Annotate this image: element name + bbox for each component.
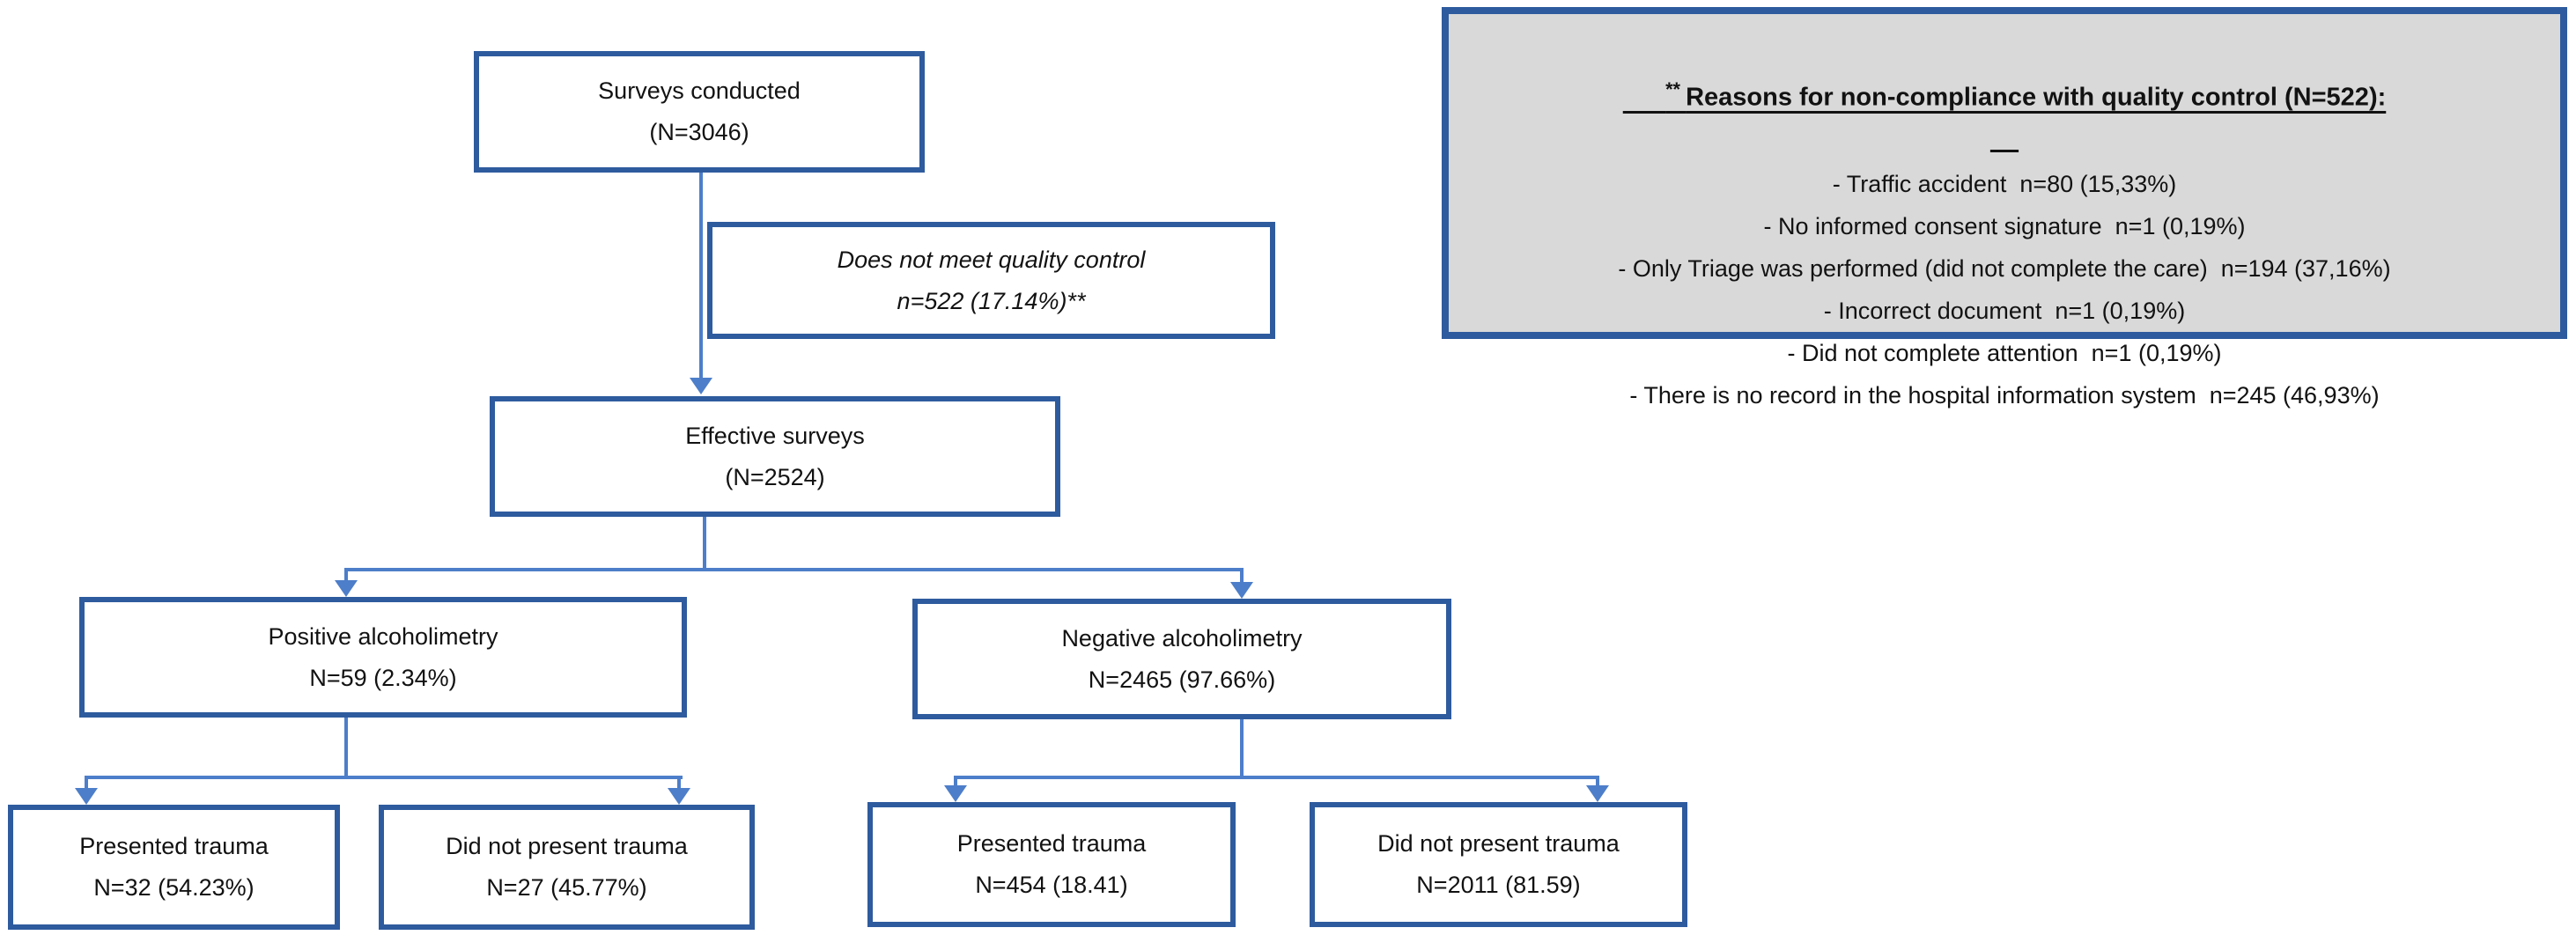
node-count: N=27 (45.77%) bbox=[486, 874, 647, 901]
connector-surveys-to-effective bbox=[699, 173, 703, 380]
node-count: (N=2524) bbox=[725, 463, 825, 490]
reason-item: - Did not complete attention n=1 (0,19%) bbox=[1787, 339, 2222, 366]
reason-item: - No informed consent signature n=1 (0,1… bbox=[1763, 212, 2246, 239]
connector-stub-neg-trauma bbox=[954, 776, 957, 788]
connector-branch-negative-children bbox=[954, 776, 1599, 779]
node-negative-did-not-present-trauma: Did not present trauma N=2011 (81.59) bbox=[1310, 802, 1687, 927]
connector-negative-down bbox=[1240, 719, 1244, 779]
node-count: N=32 (54.23%) bbox=[93, 874, 255, 901]
connector-branch-positive-children bbox=[85, 776, 683, 779]
node-label: Did not present trauma bbox=[446, 833, 688, 859]
connector-stub-neg-no-trauma bbox=[1596, 776, 1599, 788]
connector-stub-pos-no-trauma bbox=[677, 776, 681, 790]
reason-item: - Incorrect document n=1 (0,19%) bbox=[1823, 297, 2186, 324]
arrowhead-into-neg-no-trauma-icon bbox=[1586, 785, 1609, 802]
node-count: (N=3046) bbox=[649, 119, 749, 145]
node-count: N=59 (2.34%) bbox=[309, 664, 457, 691]
arrowhead-into-effective-icon bbox=[690, 378, 712, 394]
reasons-note-title: ** Reasons for non-compliance with quali… bbox=[1449, 32, 2560, 156]
connector-stub-pos-trauma bbox=[85, 776, 88, 790]
node-positive-alcoholimetry: Positive alcoholimetry N=59 (2.34%) bbox=[79, 597, 687, 718]
node-count: n=522 (17.14%)** bbox=[897, 287, 1086, 314]
node-label: Negative alcoholimetry bbox=[1061, 624, 1303, 652]
arrowhead-into-positive-icon bbox=[335, 580, 358, 597]
node-negative-presented-trauma: Presented trauma N=454 (18.41) bbox=[867, 802, 1236, 927]
node-label: Presented trauma bbox=[956, 830, 1147, 857]
node-label: Presented trauma bbox=[79, 833, 269, 859]
arrowhead-into-neg-trauma-icon bbox=[944, 785, 967, 802]
reason-item: - Traffic accident n=80 (15,33%) bbox=[1832, 170, 2177, 197]
reasons-note-box: ** Reasons for non-compliance with quali… bbox=[1442, 7, 2567, 409]
node-label: Surveys conducted bbox=[598, 77, 801, 104]
connector-stub-positive bbox=[344, 568, 348, 582]
connector-stub-negative bbox=[1240, 568, 1244, 582]
arrowhead-into-pos-trauma-icon bbox=[75, 788, 98, 805]
node-count: N=2011 (81.59) bbox=[1416, 872, 1581, 898]
connector-effective-down bbox=[703, 517, 706, 571]
node-label: Did not present trauma bbox=[1377, 830, 1620, 857]
node-effective-surveys: Effective surveys (N=2524) bbox=[490, 396, 1060, 517]
node-label: Positive alcoholimetry bbox=[268, 622, 498, 650]
node-count: N=454 (18.41) bbox=[975, 872, 1128, 898]
node-surveys-conducted: Surveys conducted (N=3046) bbox=[474, 51, 925, 173]
node-positive-did-not-present-trauma: Did not present trauma N=27 (45.77%) bbox=[379, 805, 755, 930]
node-does-not-meet-quality-control: Does not meet quality control n=522 (17.… bbox=[707, 222, 1275, 339]
connector-positive-down bbox=[344, 718, 348, 779]
reason-item: - There is no record in the hospital inf… bbox=[1629, 381, 2380, 409]
reason-item: - Only Triage was performed (did not com… bbox=[1618, 254, 2391, 282]
arrowhead-into-negative-icon bbox=[1230, 582, 1253, 599]
reasons-note-title-text: Reasons for non-compliance with quality … bbox=[1686, 83, 2387, 112]
node-label: Does not meet quality control bbox=[837, 246, 1146, 273]
node-count: N=2465 (97.66%) bbox=[1088, 666, 1276, 693]
asterisks-marker: ** bbox=[1665, 78, 1687, 100]
connector-branch-level2 bbox=[344, 568, 1244, 571]
reasons-note-items: - Traffic accident n=80 (15,33%) - No in… bbox=[1449, 163, 2560, 416]
node-label: Effective surveys bbox=[685, 422, 865, 449]
node-positive-presented-trauma: Presented trauma N=32 (54.23%) bbox=[8, 805, 340, 930]
node-negative-alcoholimetry: Negative alcoholimetry N=2465 (97.66%) bbox=[912, 599, 1451, 719]
arrowhead-into-pos-no-trauma-icon bbox=[668, 788, 690, 805]
